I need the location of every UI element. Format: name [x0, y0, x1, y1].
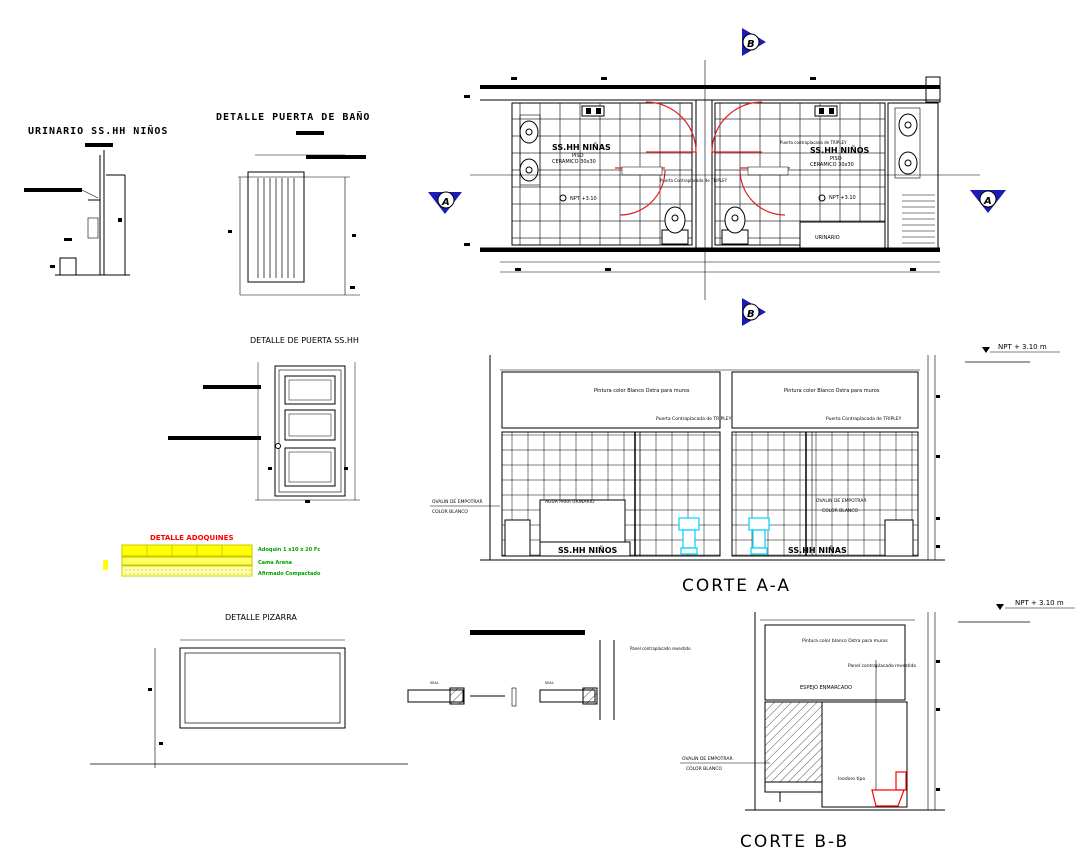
- corte-bb-inodoro: Inodoro tipo: [838, 776, 865, 782]
- corte-bb-color: COLOR BLANCO: [686, 766, 722, 772]
- plan-ceramico-right: CERAMICO 30x30: [810, 162, 854, 168]
- corte-aa-room-left: SS.HH NIÑOS: [558, 545, 618, 555]
- corte-aa-room-right: SS.HH NIÑAS: [788, 545, 847, 555]
- corte-aa-pintura-left: Pintura color Blanco Ostra para muros: [594, 388, 690, 394]
- corte-aa-npt: NPT + 3.10 m: [998, 343, 1047, 351]
- adoquines-layer1: Adoquin 1 x10 x 20 Fc: [258, 547, 320, 553]
- svg-text:SEAL: SEAL: [545, 681, 554, 685]
- adoquines-detail: DETALLE ADOQUINES Adoquin 1 x10 x 20 Fc …: [103, 534, 321, 577]
- plan-npt-left: NPT +3.10: [570, 196, 597, 202]
- section-a-label-right: A: [983, 196, 992, 207]
- plan-piso-right: PISO: [830, 156, 842, 162]
- plan-door-note-left: Puerta Contraplacada de TRIPLEY: [660, 178, 728, 183]
- corte-bb-ovalin: OVALIN DE EMPOTRAR: [682, 756, 733, 762]
- puerta-sshh-detail: DETALLE DE PUERTA SS.HH: [168, 336, 360, 503]
- plan-room-right: SS.HH NIÑOS: [810, 145, 870, 155]
- corte-aa-color-left: COLOR BLANCO: [432, 509, 468, 515]
- corte-aa-ovalin-left: OVALIN DE EMPOTRAR: [432, 499, 483, 505]
- corte-aa-agua: AGUA PARA URINARIO: [545, 499, 595, 505]
- plan-door-note-right: Puerta contraplacada de TRIPLEY: [780, 140, 847, 145]
- urinario-detail: URINARIO SS.HH NIÑOS: [24, 124, 168, 276]
- pizarra-title: DETALLE PIZARRA: [225, 613, 297, 622]
- section-b-label-top: B: [747, 39, 755, 50]
- adoquines-layer2: Cama Arena: [258, 560, 292, 566]
- corte-aa-ovalin-right: OVALIN DE EMPOTRAR: [816, 498, 867, 504]
- puerta-bano-detail: DETALLE PUERTA DE BAÑO: [216, 110, 370, 296]
- corte-bb-title: CORTE B-B: [740, 832, 849, 852]
- svg-text:SEAL: SEAL: [430, 681, 439, 685]
- corte-bb-espejo: ESPEJO ENMARCADO: [800, 685, 852, 691]
- floor-plan: URINARIO SS.HH NIÑAS: [428, 28, 1006, 326]
- section-marker-a-left: A: [428, 191, 462, 214]
- plan-urinario-label: URINARIO: [815, 235, 840, 241]
- adoquines-layer3: Afirmado Compactado: [258, 571, 321, 577]
- adoquines-title: DETALLE ADOQUINES: [150, 534, 233, 542]
- corte-aa-title: CORTE A-A: [682, 576, 791, 596]
- pizarra-detail: DETALLE PIZARRA: [90, 613, 408, 768]
- corte-aa-puerta-right: Puerta Contraplacada de TRIPLEY: [826, 416, 902, 422]
- corte-bb-toilet: [871, 771, 907, 807]
- corte-aa-color-right: COLOR BLANCO: [822, 508, 858, 514]
- corte-bb-npt: NPT + 3.10 m: [1015, 599, 1064, 607]
- plan-ceramico-left: CERAMICO 30x30: [552, 159, 596, 165]
- corte-bb: NPT + 3.10 m Pintura color blanco Ostra …: [680, 599, 1075, 852]
- panel-detail: Panel contraplacado revestido SEAL SEAL: [407, 630, 691, 720]
- corte-bb-pintura: Pintura color blanco Ostra para muros: [802, 638, 888, 644]
- section-a-label-left: A: [441, 197, 450, 208]
- section-marker-b-bottom: B: [742, 298, 766, 326]
- corte-aa-puerta-left: Puerta Contraplacada de TRIPLEY: [656, 416, 732, 422]
- section-marker-a-right: A: [970, 190, 1006, 213]
- corte-bb-panel: Panel contraplacado revestido: [848, 663, 916, 669]
- plan-room-left: SS.HH NIÑAS: [552, 142, 611, 152]
- section-marker-b-top: B: [742, 28, 766, 56]
- plan-sinks: [519, 113, 918, 182]
- corte-aa-toilets: [678, 517, 770, 555]
- corte-aa: NPT + 3.10 m Pintura color Blanco Ostra …: [430, 343, 1060, 596]
- puerta-sshh-title: DETALLE DE PUERTA SS.HH: [250, 336, 359, 345]
- plan-urinals: [661, 206, 749, 245]
- puerta-bano-title: DETALLE PUERTA DE BAÑO: [216, 110, 370, 123]
- section-b-label-bottom: B: [747, 309, 755, 320]
- urinario-title: URINARIO SS.HH NIÑOS: [28, 124, 168, 137]
- plan-piso-left: PISO: [572, 153, 584, 159]
- panel-detail-title: Panel contraplacado revestido: [630, 646, 691, 651]
- plan-npt-right: NPT +3.10: [829, 195, 856, 201]
- corte-aa-pintura-right: Pintura color Blanco Ostra para muros: [784, 388, 880, 394]
